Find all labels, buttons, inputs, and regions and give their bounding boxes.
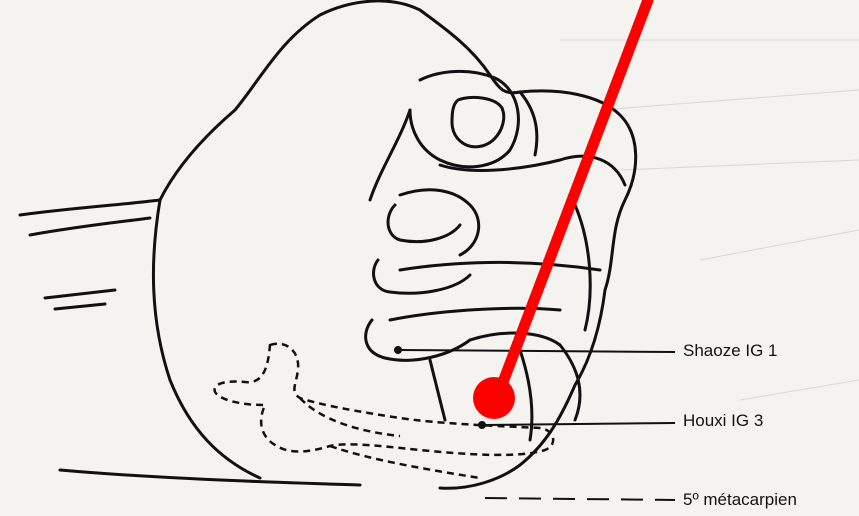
finger-little (366, 320, 470, 360)
houxi-leader (485, 423, 675, 425)
wrist-bottom-line (60, 470, 360, 485)
houxi-label: Houxi IG 3 (683, 411, 763, 431)
hand-left-edge (153, 200, 260, 478)
metacarpal-leader (485, 498, 675, 500)
metacarpal-label: 5º métacarpien (683, 490, 797, 510)
shaoze-leader (400, 350, 675, 352)
finger-index (440, 156, 625, 185)
thumb-outline (410, 71, 518, 166)
forearm-line (30, 218, 150, 235)
forearm-short-line-2 (55, 304, 105, 309)
thumbnail (452, 97, 504, 146)
forearm-top-line (20, 200, 160, 215)
houxi-point (478, 421, 486, 429)
hand-outline (160, 1, 636, 488)
fist-drawing (20, 1, 636, 488)
finger-middle (388, 205, 460, 242)
red-pointer-dot (473, 377, 515, 419)
shaoze-label: Shaoze IG 1 (683, 341, 778, 361)
forearm-short-line-1 (45, 290, 115, 298)
leader-lines (400, 350, 675, 500)
